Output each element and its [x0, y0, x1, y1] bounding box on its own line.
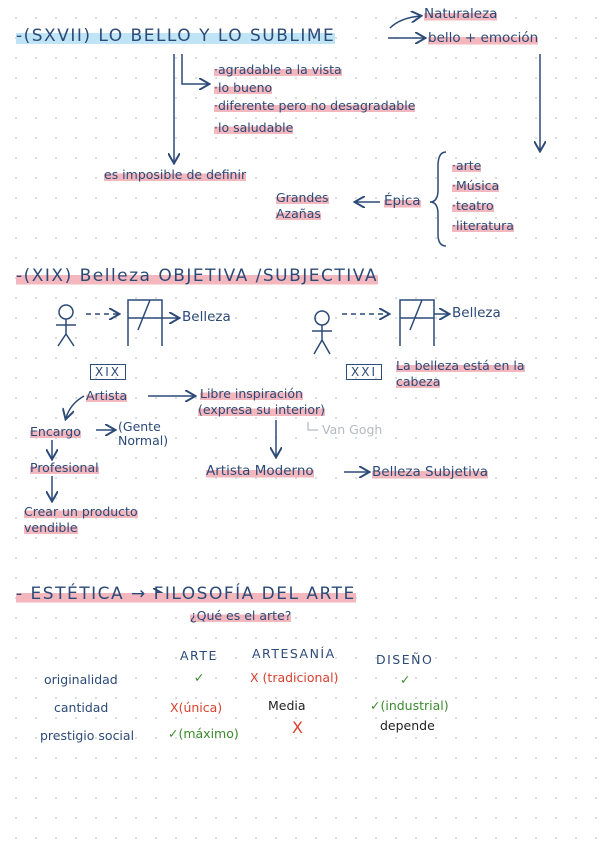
artista-moderno: Artista Moderno: [206, 463, 314, 479]
cell-prestigio-arte: ✓(máximo): [168, 726, 239, 741]
naturaleza-label: Naturaleza: [424, 6, 498, 22]
grandes-azanas: Grandes Azañas: [276, 190, 329, 221]
bello-emocion-label: bello + emoción: [428, 30, 539, 46]
row-label-cantidad: cantidad: [54, 700, 109, 715]
box-xix: XIX: [90, 364, 126, 380]
cabeza-note: La belleza está en la cabeza: [396, 358, 525, 389]
epica-label: Épica: [384, 193, 421, 209]
row-label-originalidad: originalidad: [44, 672, 118, 687]
arts-item: ·arte: [452, 158, 482, 173]
list-item: ·agradable a la vista: [214, 62, 342, 77]
cell-originalidad-diseno: ✓: [400, 672, 411, 687]
cell-originalidad-artesania: X (tradicional): [250, 670, 339, 685]
arts-item: ·Música: [452, 178, 500, 193]
profesional-label: Profesional: [30, 460, 99, 475]
box-xxi: XXI: [346, 364, 382, 380]
cell-originalidad-arte: ✓: [194, 670, 205, 685]
cell-prestigio-diseno: depende: [380, 718, 435, 733]
section-1-heading: -(SXVII) LO BELLO Y LO SUBLIME: [16, 26, 336, 46]
cell-cantidad-arte: X(única): [170, 700, 223, 715]
column-header-arte: ARTE: [180, 648, 218, 663]
expresa-interior: (expresa su interior): [198, 402, 326, 417]
arts-item: ·teatro: [452, 198, 494, 213]
column-header-diseno: DISEÑO: [376, 652, 434, 667]
imposible-definir: es imposible de definir: [104, 167, 247, 182]
cell-prestigio-artesania: X: [292, 718, 303, 737]
cell-cantidad-artesania: Media: [268, 698, 306, 713]
list-item: ·lo bueno: [214, 80, 273, 95]
column-header-artesania: ARTESANÍA: [252, 646, 336, 661]
cell-cantidad-diseno: ✓(industrial): [370, 698, 449, 713]
arts-item: ·literatura: [452, 218, 514, 233]
row-label-prestigio: prestigio social: [40, 728, 135, 743]
belleza-left: Belleza: [182, 309, 231, 325]
list-item: ·lo saludable: [214, 120, 294, 135]
belleza-subjetiva: Belleza Subjetiva: [372, 464, 489, 480]
libre-inspiracion: Libre inspiración: [200, 386, 303, 401]
artista-label: Artista: [86, 388, 128, 403]
gente-normal: (Gente Normal): [118, 419, 169, 448]
belleza-right: Belleza: [452, 305, 501, 321]
crear-producto: Crear un producto vendible: [24, 504, 138, 535]
encargo-label: Encargo: [30, 424, 81, 439]
van-gogh-note: Van Gogh: [322, 422, 383, 437]
list-item: ·diferente pero no desagradable: [214, 98, 416, 113]
section-2-heading: -(XIX) Belleza OBJETIVA /SUBJECTIVA: [16, 266, 378, 286]
section-3-heading: - ESTÉTICA → FILOSOFÍA DEL ARTE: [16, 584, 356, 604]
question-label: ¿Qué es el arte?: [190, 608, 292, 623]
